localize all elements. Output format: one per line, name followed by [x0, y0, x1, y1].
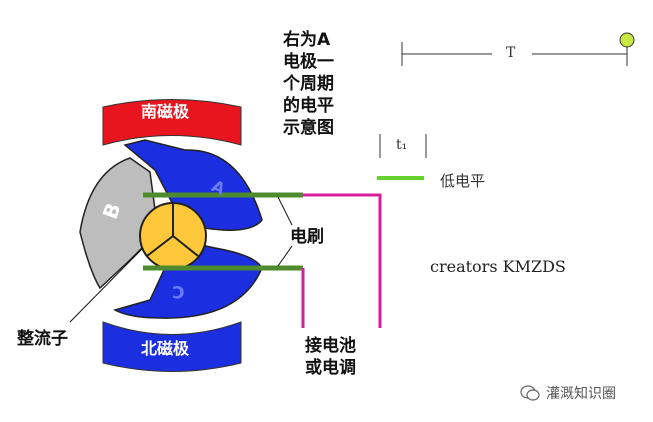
- period-end-dot: [619, 32, 635, 48]
- brush-leader-top: [277, 196, 293, 226]
- brush-leader-bottom: [277, 245, 293, 267]
- credit-label: creators KMZDS: [430, 257, 566, 276]
- commutator-leader: [69, 247, 144, 323]
- north-magnet: [102, 321, 242, 372]
- right-note-2: 电极一: [283, 52, 334, 72]
- right-note-1: 右为A: [283, 30, 331, 50]
- low-level-label: 低电平: [440, 172, 486, 190]
- south-pole-label: 南磁极: [141, 102, 190, 121]
- commutator-disc: [139, 202, 207, 270]
- battery-label-1: 接电池: [305, 336, 356, 356]
- right-note-4: 的电平: [283, 96, 334, 116]
- watermark-text: 灌溉知识圈: [546, 386, 616, 402]
- right-note-5: 示意图: [283, 118, 334, 138]
- rotor-c-label: C: [172, 281, 185, 301]
- right-note-3: 个周期: [283, 74, 334, 94]
- rotor-c: [113, 239, 263, 319]
- period-label: T: [506, 45, 516, 61]
- north-pole-label: 北磁极: [141, 339, 190, 358]
- battery-label-2: 或电调: [305, 358, 356, 378]
- wire-top: [303, 193, 382, 328]
- south-magnet: [102, 99, 242, 146]
- commutator-label: 整流子: [17, 329, 68, 349]
- rotor-b: [79, 157, 159, 290]
- watermark-logo-icon: [520, 385, 540, 401]
- brush-label: 电刷: [290, 227, 324, 247]
- watermark: 灌溉知识圈: [520, 383, 616, 403]
- t1-label: t₁: [396, 137, 408, 153]
